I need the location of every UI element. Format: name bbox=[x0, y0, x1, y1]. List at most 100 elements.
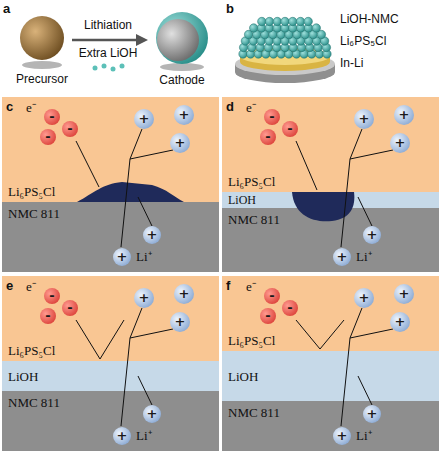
ion-sign: + bbox=[170, 312, 190, 332]
layer-label: NMC 811 bbox=[8, 395, 60, 410]
lioh-dots bbox=[93, 64, 125, 72]
layer-label: LiOH bbox=[8, 369, 38, 384]
ion-sign: + bbox=[333, 427, 351, 445]
nmc-particle bbox=[304, 17, 312, 25]
lithiation-arrow bbox=[72, 34, 148, 46]
lithium-ion: + bbox=[170, 312, 190, 332]
interface-panel bbox=[2, 276, 219, 451]
layer-label: NMC 811 bbox=[228, 212, 280, 227]
lithium-ion: + bbox=[394, 105, 414, 125]
symbol-label: e⁻ bbox=[26, 100, 36, 115]
decomposition-product bbox=[77, 182, 184, 202]
lithium-ion: + bbox=[143, 405, 161, 423]
layer-label: Li₆PS₅Cl bbox=[8, 343, 55, 358]
ion-sign: + bbox=[354, 288, 374, 308]
layer-label: LiOH bbox=[228, 193, 256, 208]
lithium-ion: + bbox=[390, 133, 410, 153]
ion-path bbox=[358, 376, 372, 405]
electron-sign: - bbox=[260, 308, 276, 323]
symbol-label: Li⁺ bbox=[356, 428, 372, 443]
electron: - bbox=[282, 121, 298, 137]
electron: - bbox=[260, 129, 276, 145]
ion-sign: + bbox=[394, 105, 414, 125]
layer-label: Li₆PS₅Cl bbox=[8, 184, 55, 199]
ion-path bbox=[350, 150, 393, 159]
electron-sign: - bbox=[62, 300, 78, 315]
electron-sign: - bbox=[264, 109, 280, 124]
ion-sign: + bbox=[113, 248, 131, 266]
ion-sign: + bbox=[363, 405, 381, 423]
symbol-label: e⁻ bbox=[26, 279, 36, 294]
layer-fill bbox=[2, 391, 219, 451]
ion-sign: + bbox=[170, 133, 190, 153]
electron: - bbox=[40, 129, 56, 145]
ion-sign: + bbox=[363, 226, 381, 244]
panel-letter: d bbox=[226, 99, 234, 114]
layer-fill bbox=[222, 97, 439, 192]
interface-panel bbox=[2, 97, 219, 272]
cathode-layer: NMC 811 + + bbox=[222, 208, 439, 272]
ion-path bbox=[130, 329, 173, 338]
electron: - bbox=[264, 109, 280, 125]
ion-sign: + bbox=[134, 288, 154, 308]
process-label: Lithiation bbox=[84, 18, 132, 33]
lithium-ion: + bbox=[113, 427, 131, 445]
electron: - bbox=[264, 288, 280, 304]
electron-sign: - bbox=[260, 129, 276, 144]
panel-letter: a bbox=[3, 1, 10, 16]
layer-label: In-Li bbox=[340, 56, 363, 71]
electron-path bbox=[76, 320, 124, 359]
symbol-label: Li⁺ bbox=[136, 249, 152, 264]
symbol-label: e⁻ bbox=[246, 279, 256, 294]
ion-path bbox=[341, 129, 362, 247]
lithium-ion: + bbox=[143, 226, 161, 244]
ion-sign: + bbox=[143, 226, 161, 244]
nmc-particle bbox=[258, 17, 266, 25]
layer-label: NMC 811 bbox=[8, 206, 60, 221]
electron-sign: - bbox=[40, 129, 56, 144]
lithium-ion: + bbox=[390, 312, 410, 332]
electron-path bbox=[76, 141, 99, 187]
electron: - bbox=[44, 109, 60, 125]
lioh-layer: LiOH bbox=[222, 192, 439, 208]
lithium-ion: + bbox=[333, 248, 351, 266]
electron-path bbox=[296, 141, 317, 190]
cathode-layer: NMC 811 + + bbox=[2, 202, 219, 272]
layer-fill bbox=[2, 276, 219, 361]
ion-sign: + bbox=[390, 312, 410, 332]
ion-sign: + bbox=[134, 109, 154, 129]
ion-path bbox=[138, 376, 152, 405]
panel-letter: f bbox=[226, 278, 230, 293]
nmc-particle bbox=[281, 17, 289, 25]
lithium-ion: + bbox=[174, 284, 194, 304]
layer-fill bbox=[2, 97, 219, 202]
nmc-particle bbox=[289, 17, 297, 25]
electron: - bbox=[40, 308, 56, 324]
nmc-particle bbox=[265, 17, 273, 25]
panel-letter: b bbox=[226, 1, 234, 16]
electron-sign: - bbox=[44, 109, 60, 124]
lithium-ion: + bbox=[394, 284, 414, 304]
ion-sign: + bbox=[143, 405, 161, 423]
layer-label: Li₆PS₅Cl bbox=[228, 174, 275, 189]
nmc-particle bbox=[296, 17, 304, 25]
electron-sign: - bbox=[282, 121, 298, 136]
lithium-ion: + bbox=[113, 248, 131, 266]
layer-fill bbox=[222, 276, 439, 351]
nmc-particle bbox=[273, 17, 281, 25]
electron: - bbox=[44, 288, 60, 304]
interface-panel bbox=[222, 276, 439, 451]
ion-path bbox=[121, 129, 142, 247]
part-label: Cathode bbox=[159, 73, 204, 88]
lithium-ion: + bbox=[363, 405, 381, 423]
lithium-ion: + bbox=[170, 133, 190, 153]
lioh-layer: LiOH bbox=[2, 361, 219, 391]
layer-fill bbox=[222, 401, 439, 451]
lithium-ion: + bbox=[333, 427, 351, 445]
cathode-layer: NMC 811++ bbox=[222, 401, 439, 451]
lithium-ion: + bbox=[354, 109, 374, 129]
nmc-particle bbox=[312, 24, 320, 32]
layer-label: LiOH bbox=[228, 369, 258, 384]
interface-panel bbox=[222, 97, 439, 272]
panel-letter: e bbox=[6, 278, 13, 293]
